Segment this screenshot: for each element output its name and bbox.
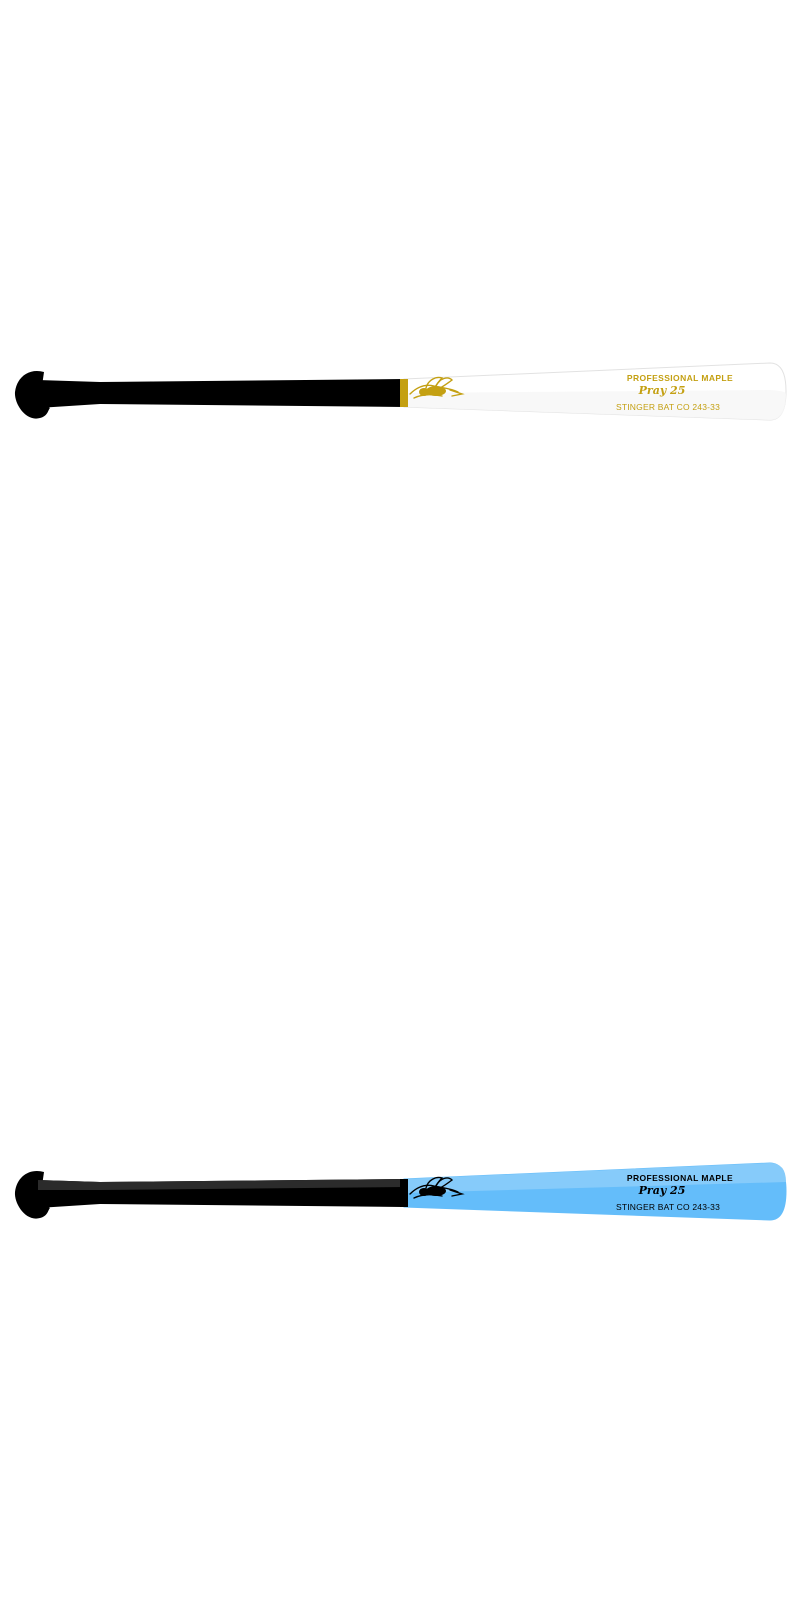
bat-ring: [400, 379, 408, 407]
company-label: STINGER BAT CO 243-33: [615, 1202, 721, 1212]
bat-handle: [38, 379, 404, 408]
bat-barrel-shade: [404, 1163, 786, 1193]
model-label: Pray 25: [638, 384, 686, 397]
bat-preview-blue-barrel: PROFESSIONAL MAPLE Pray 25 STINGER BAT C…: [0, 1160, 800, 1240]
bat-handle-shade: [38, 1179, 404, 1190]
bat-graphic: [14, 362, 787, 421]
company-label: STINGER BAT CO 243-33: [615, 402, 721, 412]
bat-ring: [400, 1179, 408, 1207]
model-label: Pray 25: [638, 1184, 686, 1197]
bat-graphic: [14, 1162, 787, 1221]
bee-logo-icon: [406, 374, 465, 402]
bat-preview-white-barrel: PROFESSIONAL MAPLE Pray 25 STINGER BAT C…: [0, 360, 800, 440]
bat-barrel-shade: [404, 390, 786, 420]
wood-type-label: PROFESSIONAL MAPLE: [626, 1173, 734, 1183]
wood-type-label: PROFESSIONAL MAPLE: [626, 373, 734, 383]
bee-logo-icon: [406, 1174, 465, 1202]
